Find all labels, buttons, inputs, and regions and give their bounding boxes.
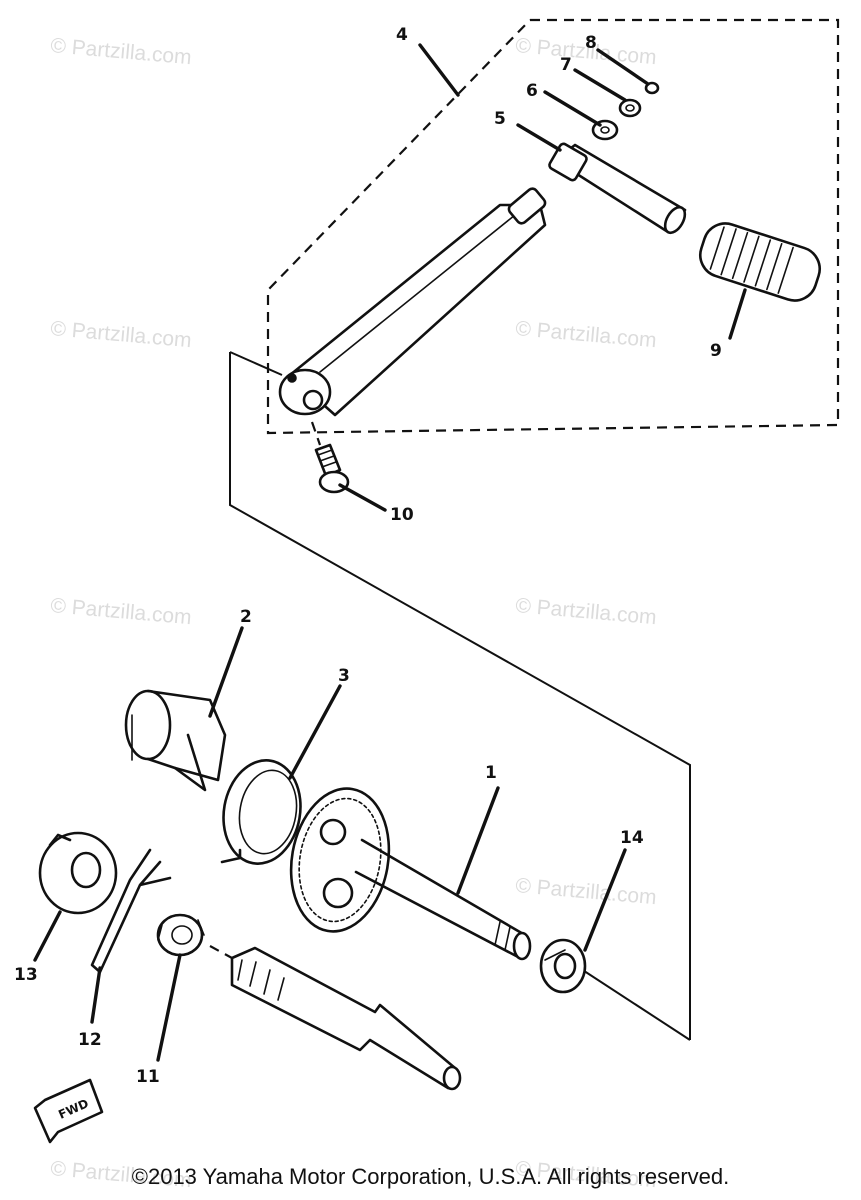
pivot-pin-part xyxy=(548,142,687,235)
kick-gear-part xyxy=(289,787,391,933)
hardware-parts xyxy=(591,81,660,141)
callout-3: 3 xyxy=(338,666,350,686)
clip-part xyxy=(90,848,172,974)
watermark: © Partzilla.com xyxy=(50,34,193,69)
callout-11: 11 xyxy=(136,1067,160,1087)
callout-labels: 1 2 3 4 5 6 7 8 9 10 11 12 13 14 xyxy=(14,25,722,1087)
callout-8: 8 xyxy=(585,33,597,53)
grip-part xyxy=(699,222,821,302)
callout-5: 5 xyxy=(494,109,506,129)
watermark: © Partzilla.com xyxy=(515,317,658,352)
kick-crank-lever xyxy=(278,187,547,417)
callout-13: 13 xyxy=(14,965,38,985)
bushing-part xyxy=(124,689,227,792)
watermark: © Partzilla.com xyxy=(515,594,658,629)
kick-shaft-part xyxy=(354,838,532,961)
return-spring-part xyxy=(220,759,302,865)
assembly-boundary-dashed xyxy=(266,18,840,435)
boundary-connector xyxy=(229,351,283,376)
callout-9: 9 xyxy=(710,341,722,361)
callout-1: 1 xyxy=(485,763,497,783)
callout-2: 2 xyxy=(240,607,252,627)
callout-4: 4 xyxy=(396,25,408,45)
splined-shaft-part xyxy=(209,945,462,1091)
callout-6: 6 xyxy=(526,81,538,101)
watermark: © Partzilla.com xyxy=(50,594,193,629)
copyright-notice: ©2013 Yamaha Motor Corporation, U.S.A. A… xyxy=(131,1164,730,1189)
watermark: © Partzilla.com xyxy=(50,317,193,352)
collar-part xyxy=(156,913,205,957)
bearing-part xyxy=(539,938,587,994)
assembly-boundary-solid xyxy=(229,352,691,1040)
watermark: © Partzilla.com xyxy=(515,874,658,909)
forward-arrow-icon: FWD xyxy=(33,1078,104,1144)
callout-7: 7 xyxy=(560,55,572,75)
leader-lines xyxy=(33,43,747,1062)
callout-12: 12 xyxy=(78,1030,102,1050)
ratchet-part xyxy=(38,831,118,915)
boundary-connector xyxy=(574,964,691,1041)
callout-14: 14 xyxy=(620,828,644,848)
callout-10: 10 xyxy=(390,505,414,525)
